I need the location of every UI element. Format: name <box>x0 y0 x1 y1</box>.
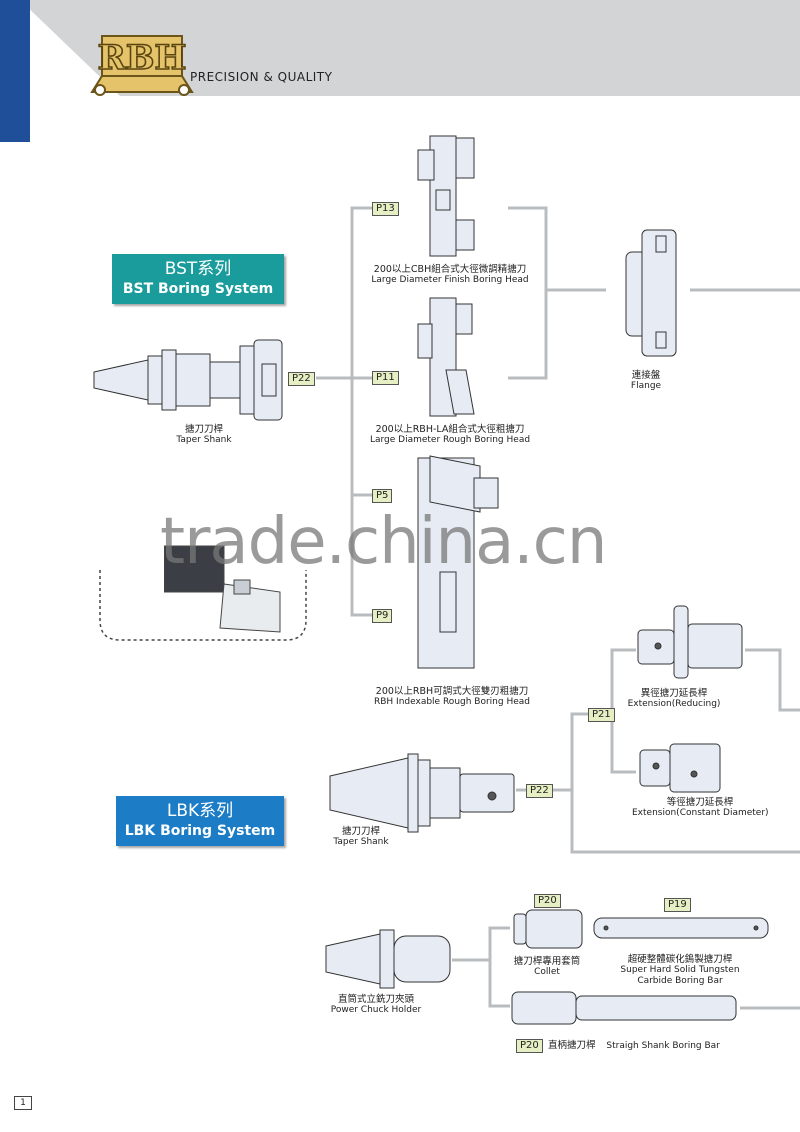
finish-boring-head-drawing <box>417 135 475 257</box>
caption-straight-bar: 直柄搪刀桿 Straigh Shank Boring Bar <box>548 1040 720 1052</box>
svg-text:RBH: RBH <box>97 38 186 78</box>
power-chuck-drawing <box>325 929 451 989</box>
page-tag-p22-lbk[interactable]: P22 <box>526 784 553 798</box>
page-tag-p20-bar[interactable]: P20 <box>516 1039 543 1053</box>
page-tag-p13[interactable]: P13 <box>372 202 399 216</box>
caption-taper-shank-lbk: 搪刀刀桿 Taper Shank <box>326 826 396 848</box>
caption-flange-zh: 連接盤 <box>631 370 661 381</box>
caption-indexable-head-en: RBH Indexable Rough Boring Head <box>374 697 530 707</box>
lbk-series-en: LBK Boring System <box>124 823 276 839</box>
caption-ext-constant-en: Extension(Constant Diameter) <box>632 808 769 818</box>
straight-shank-bar-drawing <box>511 991 737 1025</box>
caption-rough-head-en: Large Diameter Rough Boring Head <box>369 435 531 445</box>
rough-boring-head-drawing <box>417 297 475 417</box>
page-tag-p11[interactable]: P11 <box>372 371 399 385</box>
caption-rough-head-zh: 200以上RBH-LA組合式大徑粗搪刀 <box>375 424 525 435</box>
caption-finish-head: 200以上CBH組合式大徑微調精搪刀 Large Diameter Finish… <box>360 264 540 286</box>
page-tag-p21[interactable]: P21 <box>588 708 615 722</box>
extension-reducing-drawing <box>637 605 743 679</box>
bst-series-box: BST系列 BST Boring System <box>112 254 284 304</box>
caption-carbide-bar: 超硬整體碳化鎢製搪刀桿 Super Hard Solid Tungsten Ca… <box>612 954 748 987</box>
caption-straight-bar-zh: 直柄搪刀桿 <box>548 1040 596 1051</box>
watermark: trade.china.cn <box>160 505 607 579</box>
caption-indexable-head-zh: 200以上RBH可調式大徑雙刃粗搪刀 <box>375 686 529 697</box>
caption-finish-head-en: Large Diameter Finish Boring Head <box>371 275 529 285</box>
caption-collet: 搪刀桿專用套筒 Collet <box>502 956 592 978</box>
caption-taper-shank-lbk-en: Taper Shank <box>333 837 389 847</box>
caption-ext-constant: 等徑搪刀延長桿 Extension(Constant Diameter) <box>632 797 769 819</box>
caption-collet-zh: 搪刀桿專用套筒 <box>513 956 581 967</box>
caption-flange-en: Flange <box>630 381 662 391</box>
caption-carbide-bar-en2: Carbide Boring Bar <box>637 976 723 986</box>
header-wedge <box>0 0 120 96</box>
caption-straight-bar-en: Straigh Shank Boring Bar <box>606 1041 720 1051</box>
caption-ext-reducing: 異徑搪刀延長桿 Extension(Reducing) <box>624 688 724 710</box>
caption-taper-shank-bst: 搪刀刀桿 Taper Shank <box>164 424 244 446</box>
collet-drawing <box>513 909 583 949</box>
taper-shank-drawing-lbk <box>329 753 515 833</box>
page-number: 1 <box>14 1096 32 1110</box>
page-tag-p19[interactable]: P19 <box>664 898 691 912</box>
caption-taper-shank-bst-en: Taper Shank <box>176 435 232 445</box>
bst-series-en: BST Boring System <box>122 281 274 297</box>
inset-photo <box>164 545 281 633</box>
rbh-logo: RBH <box>90 35 194 96</box>
page-tag-p22-bst[interactable]: P22 <box>288 372 315 386</box>
caption-indexable-head: 200以上RBH可調式大徑雙刃粗搪刀 RBH Indexable Rough B… <box>362 686 542 708</box>
caption-finish-head-zh: 200以上CBH組合式大徑微調精搪刀 <box>373 264 527 275</box>
lbk-series-zh: LBK系列 <box>166 801 234 821</box>
caption-carbide-bar-en1: Super Hard Solid Tungsten <box>620 965 740 975</box>
indexable-boring-head-drawing <box>417 455 499 669</box>
caption-power-chuck: 直筒式立銑刀夾頭 Power Chuck Holder <box>324 994 428 1016</box>
page-tag-p5[interactable]: P5 <box>372 489 393 503</box>
caption-ext-reducing-en: Extension(Reducing) <box>627 699 721 709</box>
caption-carbide-bar-zh: 超硬整體碳化鎢製搪刀桿 <box>627 954 733 965</box>
caption-power-chuck-zh: 直筒式立銑刀夾頭 <box>337 994 414 1005</box>
blue-side-tab <box>0 0 30 142</box>
taper-shank-drawing-bst <box>93 339 283 421</box>
page-tag-p9[interactable]: P9 <box>372 609 393 623</box>
caption-taper-shank-lbk-zh: 搪刀刀桿 <box>341 826 380 837</box>
caption-rough-head: 200以上RBH-LA組合式大徑粗搪刀 Large Diameter Rough… <box>360 424 540 446</box>
caption-ext-reducing-zh: 異徑搪刀延長桿 <box>640 688 708 699</box>
flange-drawing <box>625 229 677 357</box>
bst-series-zh: BST系列 <box>164 259 232 279</box>
caption-ext-constant-zh: 等徑搪刀延長桿 <box>666 797 734 808</box>
carbide-boring-bar-drawing <box>593 917 769 939</box>
tagline: PRECISION & QUALITY <box>190 70 333 84</box>
caption-power-chuck-en: Power Chuck Holder <box>330 1005 422 1015</box>
lbk-series-box: LBK系列 LBK Boring System <box>116 796 284 846</box>
page-tag-p20-collet[interactable]: P20 <box>534 894 561 908</box>
caption-flange: 連接盤 Flange <box>616 370 676 392</box>
caption-collet-en: Collet <box>534 967 560 977</box>
caption-taper-shank-bst-zh: 搪刀刀桿 <box>184 424 223 435</box>
extension-constant-drawing <box>639 743 721 793</box>
